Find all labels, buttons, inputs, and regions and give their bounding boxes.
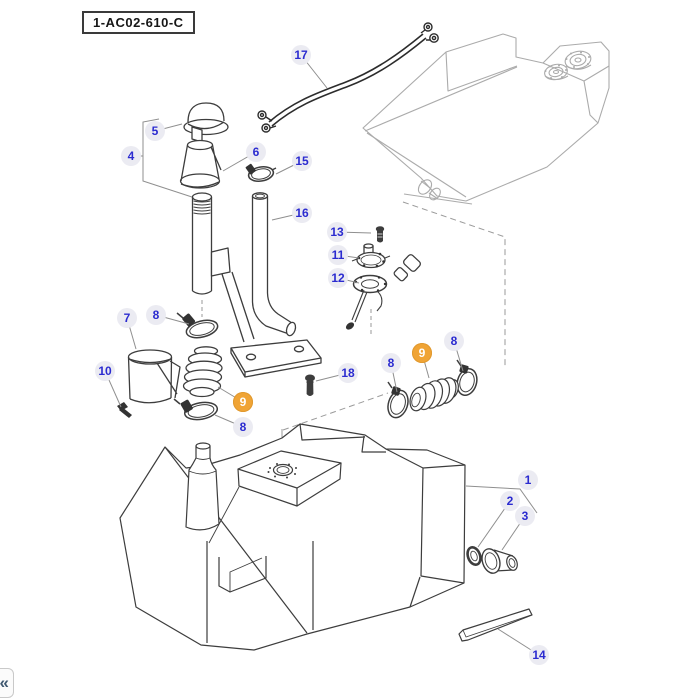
callout-9[interactable]: 9 (233, 392, 253, 412)
sleeve-7-drawing (127, 349, 181, 404)
callout-9[interactable]: 9 (412, 343, 432, 363)
callout-8[interactable]: 8 (146, 305, 166, 325)
hose-clamp-8-right-outer-drawing (456, 359, 478, 396)
callout-16[interactable]: 16 (292, 203, 312, 223)
outlet-parts-drawing (458, 545, 533, 642)
tank-filler-bottle-drawing (185, 442, 220, 531)
callout-15[interactable]: 15 (292, 151, 312, 171)
callout-12[interactable]: 12 (328, 268, 348, 288)
tank-sender-flange-large (564, 50, 592, 70)
tank-deck-drawing (208, 450, 342, 544)
callout-8[interactable]: 8 (233, 417, 253, 437)
callout-5[interactable]: 5 (145, 121, 165, 141)
left-hose-assembly-drawing (117, 312, 223, 421)
hose-clamp-8-right-inner-drawing (387, 381, 409, 419)
collapse-panel-button[interactable]: « (0, 668, 14, 698)
callout-3[interactable]: 3 (515, 506, 535, 526)
o-ring-2-drawing (466, 545, 482, 567)
hose-clamp-8-top-drawing (176, 312, 219, 339)
callout-6[interactable]: 6 (246, 142, 266, 162)
callout-8[interactable]: 8 (444, 331, 464, 351)
filler-cap-drawing (183, 102, 229, 143)
right-hose-assembly-drawing (387, 359, 478, 419)
vent-tube-16-drawing (251, 192, 297, 337)
sender-unit-11-drawing (351, 243, 391, 269)
ground-cable-drawing (257, 22, 439, 133)
callout-2[interactable]: 2 (500, 491, 520, 511)
hose-clamp-15-drawing (245, 163, 277, 183)
callout-14[interactable]: 14 (529, 645, 549, 665)
hose-clamp-8-bottom-drawing (173, 398, 219, 421)
chevron-left-icon: « (0, 673, 9, 692)
filler-adapter-cone-drawing (179, 139, 222, 189)
wear-strip-14-drawing (458, 608, 533, 642)
screw-13-drawing (375, 226, 385, 243)
upper-tank-drawing (362, 33, 610, 205)
mounting-bracket-drawing (210, 247, 322, 378)
callout-8[interactable]: 8 (381, 353, 401, 373)
bolt-18-drawing (305, 374, 315, 396)
fuel-sender-group-drawing (345, 226, 421, 330)
filler-neck-group-drawing (179, 102, 322, 396)
bellows-hose-9-right-drawing (409, 377, 459, 412)
callout-4[interactable]: 4 (121, 146, 141, 166)
main-tank-drawing (119, 423, 466, 651)
filler-pipe-drawing (191, 192, 213, 295)
callout-1[interactable]: 1 (518, 470, 538, 490)
diagram-code-label: 1-AC02-610-C (82, 11, 195, 34)
callout-11[interactable]: 11 (328, 245, 348, 265)
sender-plate-12-drawing (345, 274, 388, 330)
hose-connector-drawing (393, 254, 421, 282)
outlet-fitting-3-drawing (481, 548, 518, 574)
group-bracket-line (142, 118, 196, 199)
callout-17[interactable]: 17 (291, 45, 311, 65)
screw-10-drawing (117, 402, 132, 418)
tank-sender-flange-small (544, 63, 569, 81)
tank-notch-drawing (218, 556, 267, 593)
callout-13[interactable]: 13 (327, 222, 347, 242)
callout-18[interactable]: 18 (338, 363, 358, 383)
callout-10[interactable]: 10 (95, 361, 115, 381)
callout-7[interactable]: 7 (117, 308, 137, 328)
bellows-hose-9-left-drawing (182, 346, 223, 398)
